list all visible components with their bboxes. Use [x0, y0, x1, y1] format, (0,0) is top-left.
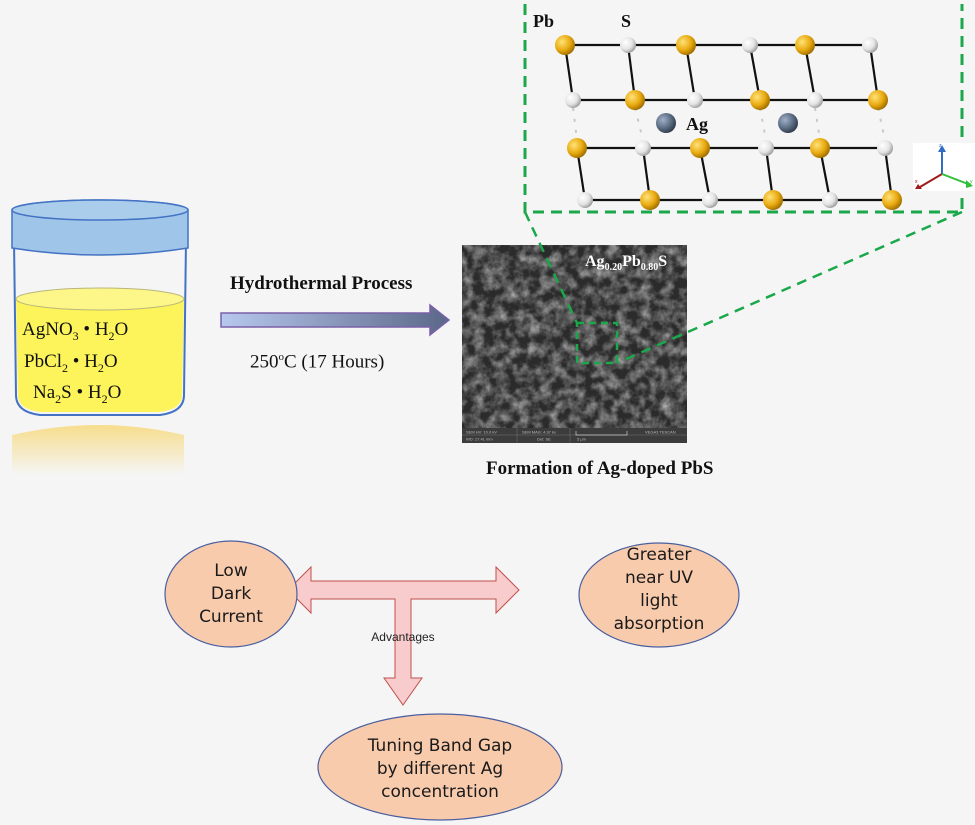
weak-bond [572, 107, 578, 141]
label-pb: Pb [533, 11, 554, 31]
atom-s [577, 192, 593, 208]
beaker-reflection [12, 425, 184, 475]
reagent-pbcl2: PbCl2 • H2O [24, 351, 118, 375]
advantages-arrow [287, 565, 520, 706]
sem-footer-brand: VEGA3 TESCAN [645, 430, 676, 435]
sem-footer-wd: WD: 17.41 mm [466, 437, 493, 442]
process-conditions: 250oC (17 Hours) [250, 351, 385, 373]
atom-pb [810, 138, 830, 158]
atom-pb [640, 190, 660, 210]
sem-composition-label: Ag0.20Pb0.80S [585, 253, 668, 274]
sem-footer-mag: SEM MAG: 4.97 kx [522, 430, 556, 435]
weak-bond [759, 107, 767, 141]
advantage-ellipse-right [578, 542, 740, 648]
atom-pb [625, 90, 645, 110]
sem-footer-scale: 5 μm [577, 437, 587, 442]
liquid-surface [15, 287, 185, 311]
advantage-right-text: Greater near UV light absorption [613, 545, 705, 634]
zoom-box [523, 4, 964, 214]
atom-pb [676, 35, 696, 55]
advantages-diagram: Advantages [164, 540, 740, 821]
beaker-body [13, 239, 187, 416]
beaker-lid [11, 210, 189, 256]
sem-selection-box [575, 321, 619, 365]
atom-s [822, 192, 838, 208]
atom-s [702, 192, 718, 208]
atom-pb [555, 35, 575, 55]
atom-ag [778, 113, 798, 133]
advantage-bottom-text: Tuning Band Gap by different Ag concentr… [367, 736, 513, 802]
sem-footer-hv: SEM HV: 10.0 kV [466, 430, 497, 435]
atom-pb [750, 90, 770, 110]
svg-text:z: z [939, 143, 942, 149]
zoom-connector-right [616, 210, 963, 365]
crystal-lattice: z x y Pb S Ag [523, 4, 975, 365]
sem-footer-det: Det: SE [537, 437, 551, 442]
svg-text:y: y [970, 179, 973, 185]
beaker-illustration [11, 199, 189, 475]
sem-scale-bar [575, 431, 628, 436]
atom-ag [656, 113, 676, 133]
atom-pb [882, 190, 902, 210]
atom-s [687, 92, 703, 108]
svg-text:x: x [915, 179, 918, 185]
weak-bond [634, 107, 644, 141]
process-arrow [220, 303, 451, 337]
process-title: Hydrothermal Process [230, 273, 413, 294]
atom-pb [567, 138, 587, 158]
atom-pb [868, 90, 888, 110]
atom-s [862, 37, 878, 53]
atom-pb [795, 35, 815, 55]
atom-s [807, 92, 823, 108]
weak-bond [877, 107, 886, 141]
atom-pb [690, 138, 710, 158]
atom-s [620, 37, 636, 53]
reagent-na2s: Na2S • H2O [33, 382, 122, 406]
axes-indicator-icon: z x y [913, 143, 975, 191]
advantages-label: Advantages [371, 630, 434, 644]
atom-s [758, 140, 774, 156]
zoom-connector-left [523, 211, 579, 324]
sem-caption: Formation of Ag-doped PbS [486, 458, 714, 479]
label-s: S [621, 11, 631, 31]
atom-s [742, 37, 758, 53]
advantage-ellipse-bottom [317, 713, 563, 821]
advantage-left-text: Low Dark Current [199, 561, 263, 627]
weak-bond [814, 107, 821, 141]
sem-image: SEM HV: 10.0 kV SEM MAG: 4.97 kx VEGA3 T… [462, 245, 687, 443]
advantage-ellipse-left [164, 540, 298, 648]
beaker-liquid [16, 298, 184, 412]
atom-s [565, 92, 581, 108]
reagent-agno3: AgNO3 • H2O [22, 319, 129, 343]
atom-s [877, 140, 893, 156]
label-ag: Ag [686, 114, 708, 134]
atom-s [635, 140, 651, 156]
atom-pb [763, 190, 783, 210]
